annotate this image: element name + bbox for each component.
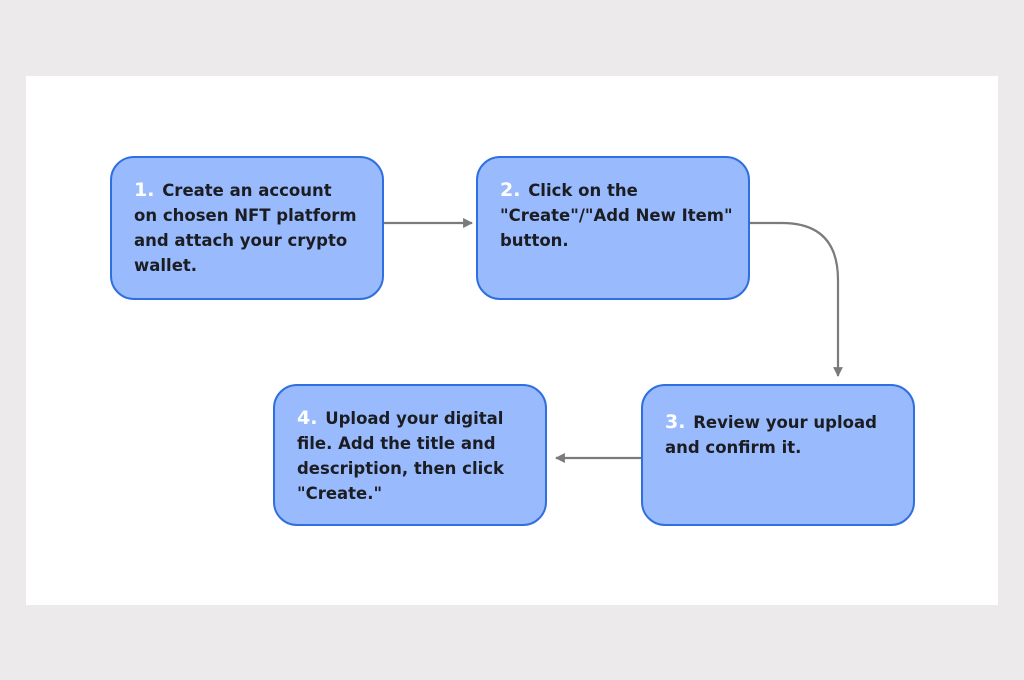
arrow-step2-to-step3: [750, 221, 843, 377]
step-4-box: 4. Upload your digital file. Add the tit…: [273, 384, 547, 526]
step-2-number: 2.: [500, 179, 521, 201]
step-2-line-2: "Create"/"Add New Item": [500, 206, 733, 225]
step-1-line-3: and attach your crypto: [134, 231, 348, 250]
step-1-line-4: wallet.: [134, 256, 198, 275]
step-2-text: Click on the: [528, 181, 638, 200]
step-1-line-1: 1. Create an account: [134, 178, 364, 203]
step-2-line-1: 2. Click on the: [500, 178, 730, 203]
step-1-text: Create an account: [162, 181, 332, 200]
step-1-line-2: on chosen NFT platform: [134, 206, 357, 225]
step-3-line-1: 3. Review your upload: [665, 410, 895, 435]
step-4-number: 4.: [297, 407, 318, 429]
step-2-line-3: button.: [500, 231, 569, 250]
step-3-number: 3.: [665, 411, 686, 433]
step-3-text: Review your upload: [693, 413, 877, 432]
step-4-text: Upload your digital: [325, 409, 504, 428]
step-4-line-1: 4. Upload your digital: [297, 406, 527, 431]
step-3-box: 3. Review your upload and confirm it.: [641, 384, 915, 526]
step-3-line-2: and confirm it.: [665, 438, 802, 457]
step-4-line-2: file. Add the title and: [297, 434, 496, 453]
step-1-number: 1.: [134, 179, 155, 201]
step-4-line-4: "Create.": [297, 484, 383, 503]
step-1-box: 1. Create an account on chosen NFT platf…: [110, 156, 384, 300]
step-4-line-3: description, then click: [297, 459, 505, 478]
step-2-box: 2. Click on the "Create"/"Add New Item" …: [476, 156, 750, 300]
